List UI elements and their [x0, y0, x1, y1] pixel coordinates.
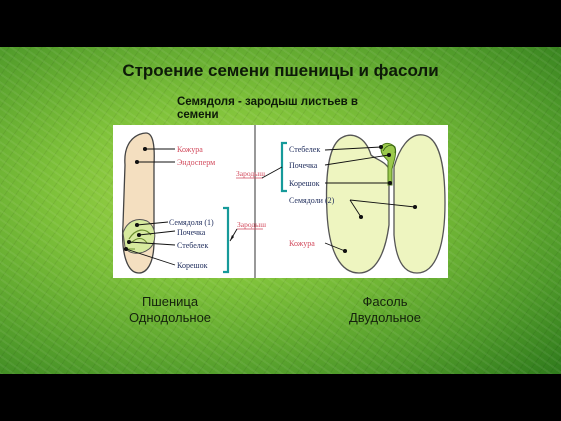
seed-diagram-panel: Кожура Эндосперм Семядоля (1) Почечка Ст…: [113, 125, 448, 278]
wheat-caption-type: Однодольное: [128, 310, 212, 325]
wheat-label-koreshok: Корешок: [177, 261, 208, 270]
bean-label-koreshok: Корешок: [289, 179, 320, 188]
bean-cotyledon-right: [393, 134, 446, 274]
slide-title: Строение семени пшеницы и фасоли: [122, 61, 439, 80]
wheat-label-stebelek: Стебелек: [177, 241, 208, 250]
wheat-label-pochechka: Почечка: [177, 228, 206, 237]
bean-caption: Фасоль Двудольное: [335, 294, 435, 326]
wheat-label-kozhura: Кожура: [177, 145, 203, 154]
bean-label-kozhura: Кожура: [289, 239, 315, 248]
bean-label-stebelek: Стебелек: [289, 145, 320, 154]
zarodysh-label-top: Зародыш: [236, 169, 265, 178]
bean-embryo: [380, 142, 397, 186]
bean-label-pochechka: Почечка: [289, 161, 318, 170]
bean-cotyledon-left: [325, 134, 390, 274]
wheat-embryo-cotyledon: [128, 229, 152, 240]
bean-zarodysh-pointer: [261, 166, 283, 179]
seed-diagram: Кожура Эндосперм Семядоля (1) Почечка Ст…: [121, 125, 446, 278]
zarodysh-label-bottom: Зародыш: [237, 220, 266, 229]
wheat-embryo-bracket: [223, 206, 230, 274]
subtitle-definition: Семядоля - зародыш листьев в семени: [177, 96, 359, 121]
wheat-caption: Пшеница Однодольное: [110, 294, 230, 326]
wheat-label-endosperm: Эндосперм: [177, 158, 215, 167]
zarodysh-pointer-arrowhead: [230, 235, 234, 241]
bean-label-semyadoli: Семядоли (2): [289, 196, 335, 205]
bean-caption-name: Фасоль: [362, 294, 408, 309]
bean-caption-type: Двудольное: [348, 310, 422, 325]
wheat-caption-name: Пшеница: [141, 294, 199, 309]
wheat-label-semyadolya: Семядоля (1): [169, 218, 214, 227]
letterbox-top: [0, 0, 561, 47]
wheat-embryo-bud: [130, 238, 148, 244]
bean-embryo-bud: [382, 144, 396, 154]
letterbox-bottom: [0, 374, 561, 421]
bean-embryo-bracket: [280, 141, 287, 193]
